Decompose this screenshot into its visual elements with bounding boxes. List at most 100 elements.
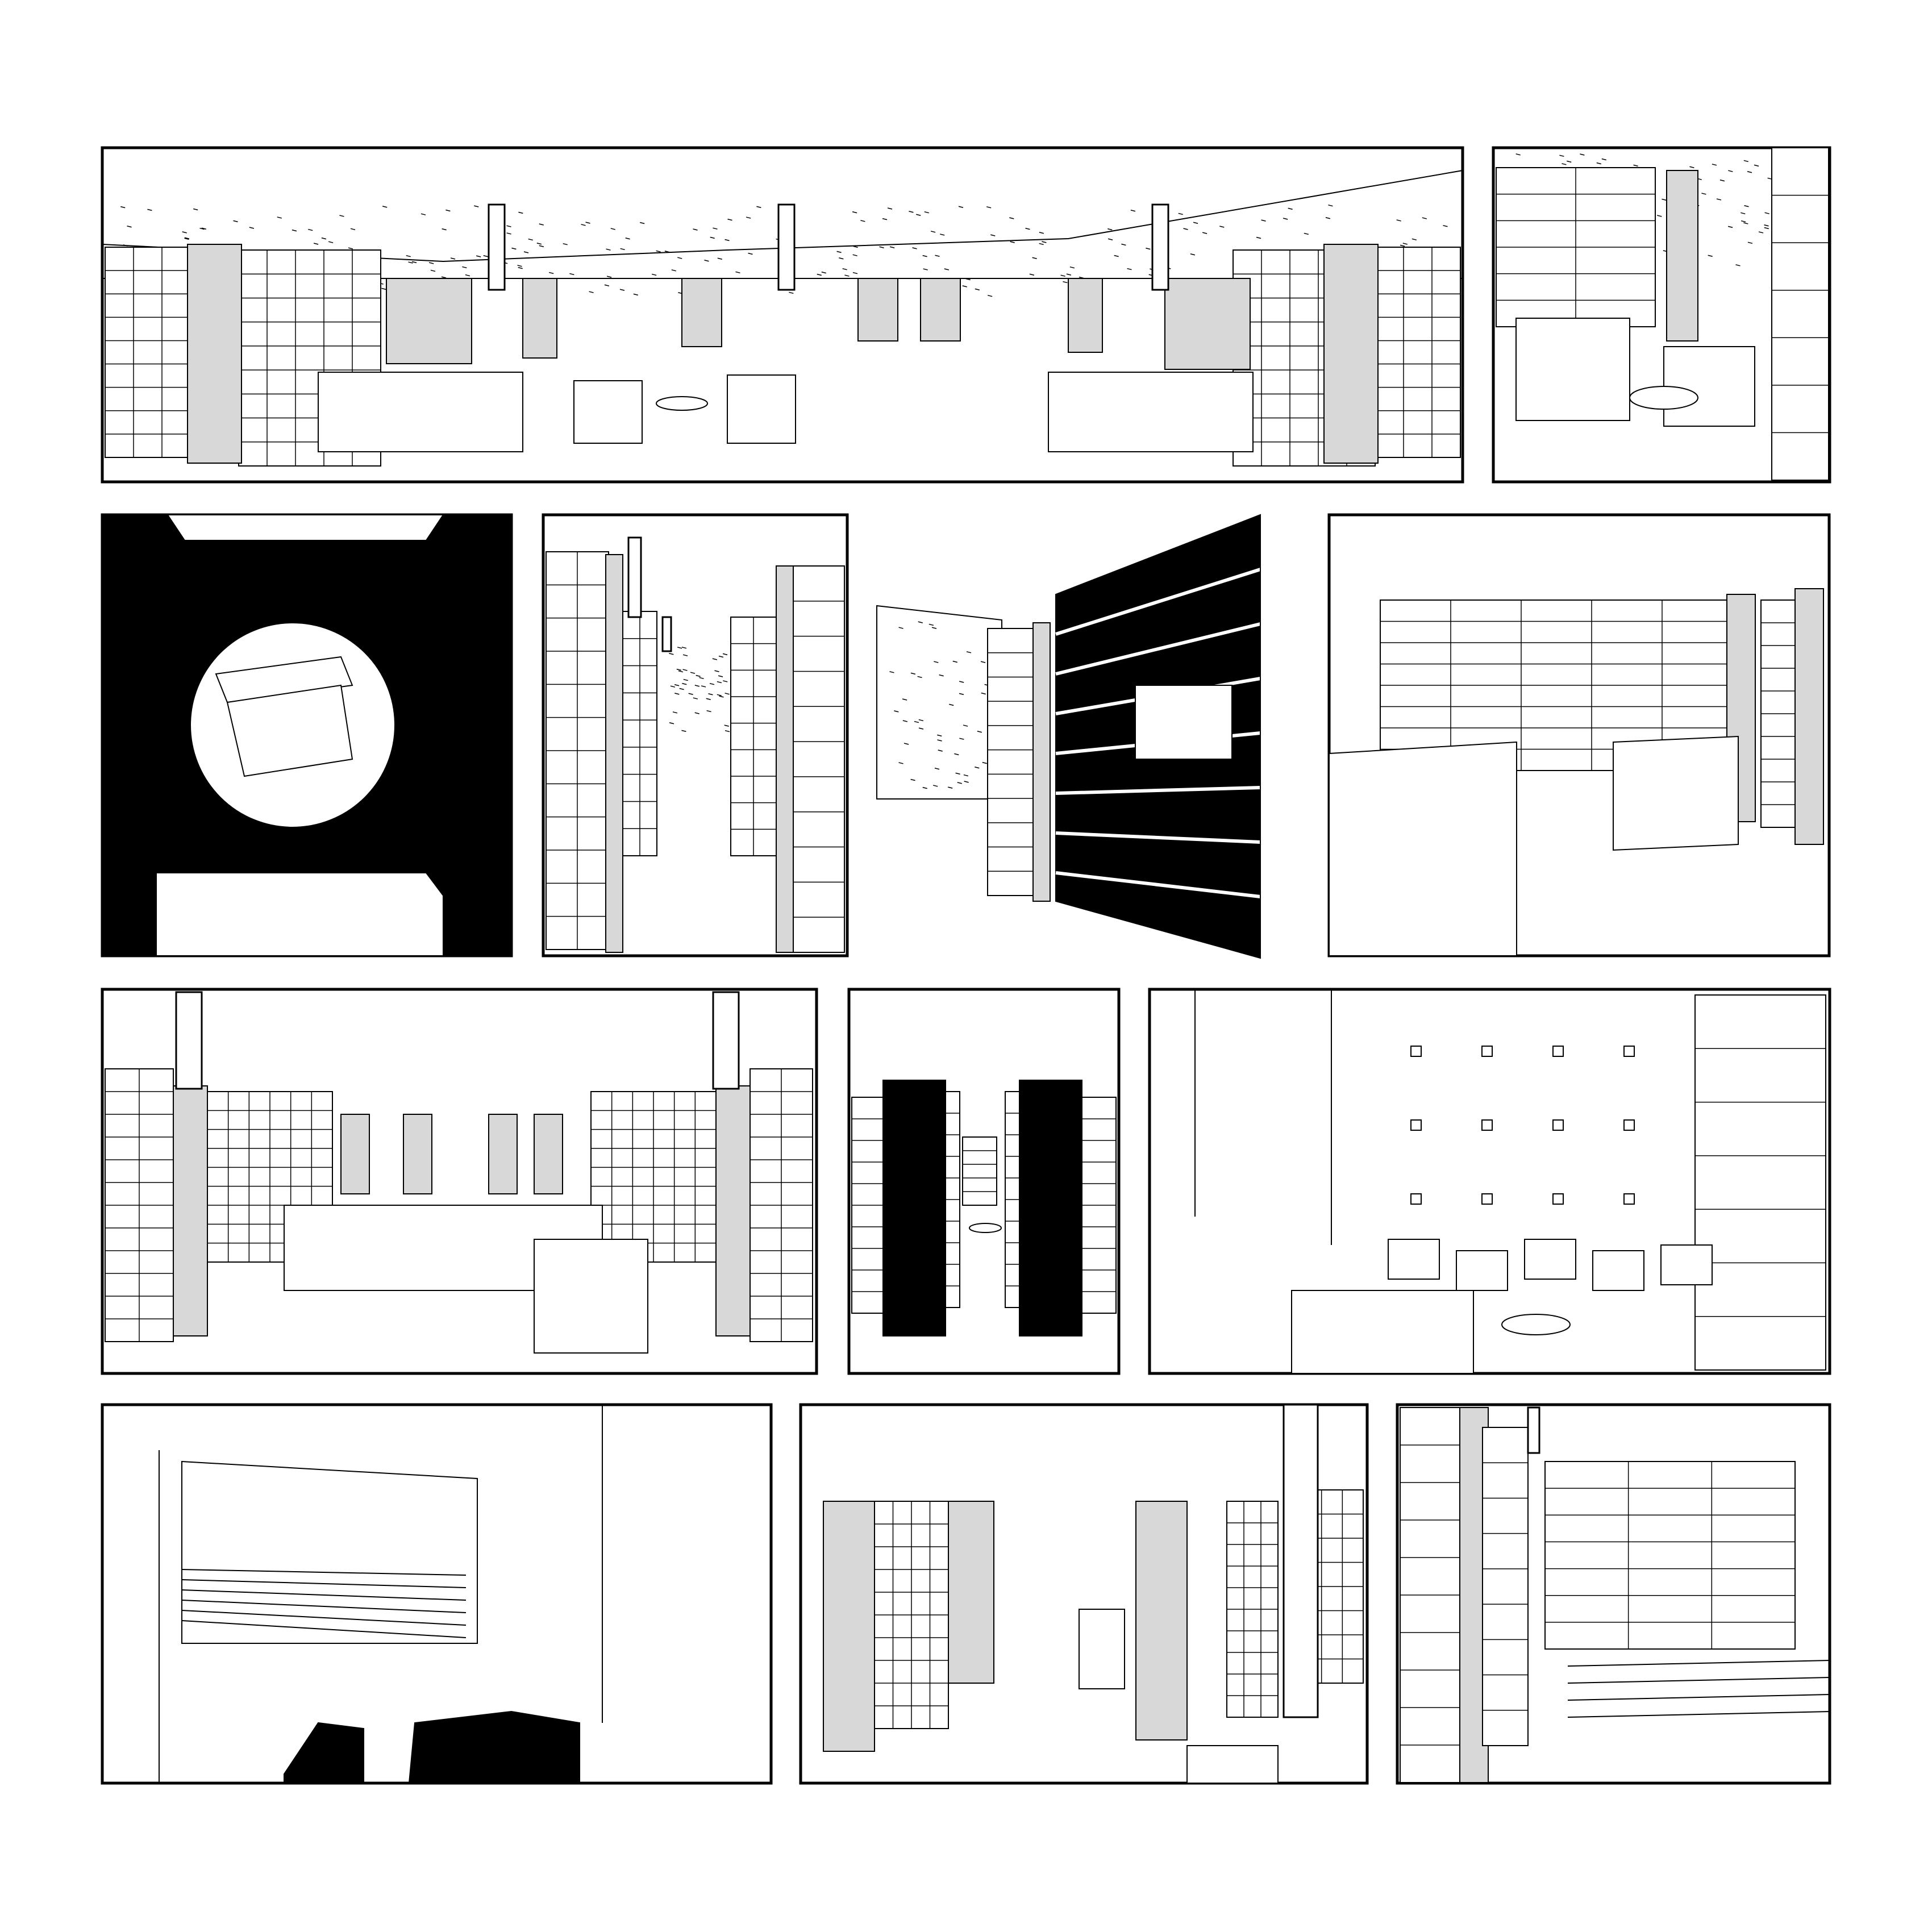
- texture-mark: [930, 231, 936, 233]
- texture-mark: [678, 670, 684, 673]
- texture-mark: [980, 661, 986, 663]
- bookshelf: [1544, 1461, 1796, 1650]
- texture-mark: [694, 712, 699, 714]
- texture-mark: [937, 739, 942, 742]
- texture-mark: [677, 647, 682, 649]
- texture-mark: [201, 227, 206, 230]
- bookshelf: [1400, 1407, 1469, 1783]
- texture-mark: [712, 658, 718, 660]
- texture-mark: [724, 724, 729, 727]
- texture-mark: [1747, 171, 1752, 173]
- texture-mark: [1042, 241, 1047, 243]
- texture-mark: [1743, 222, 1748, 224]
- table-block: [573, 380, 643, 444]
- stair-step: [181, 1620, 467, 1638]
- chimney-column: [661, 616, 672, 652]
- texture-mark: [321, 237, 327, 240]
- window-opening: [1623, 1193, 1635, 1205]
- texture-mark: [430, 269, 436, 272]
- bookshelf: [730, 617, 777, 856]
- paper-sheet: [226, 684, 353, 777]
- texture-mark: [518, 211, 523, 214]
- texture-mark: [977, 730, 982, 733]
- textured-pillar: [1068, 278, 1103, 353]
- window-opening: [1410, 1193, 1422, 1205]
- shelf-case: [105, 247, 191, 458]
- texture-mark: [442, 228, 447, 231]
- texture-mark: [1107, 238, 1113, 240]
- textured-pillar: [522, 278, 557, 359]
- texture-mark: [411, 261, 417, 264]
- texture-mark: [916, 214, 921, 216]
- panel-narrow-aisle: [542, 513, 849, 957]
- texture-mark: [746, 216, 751, 219]
- texture-mark: [852, 211, 857, 214]
- texture-mark: [517, 265, 522, 267]
- texture-mark: [1288, 207, 1293, 210]
- texture-mark: [842, 268, 847, 270]
- shelf-gap: [1055, 871, 1261, 898]
- texture-mark: [669, 722, 674, 724]
- texture-mark: [688, 693, 693, 695]
- textured-pillar: [488, 1114, 518, 1194]
- glass-table: [1291, 1290, 1474, 1374]
- texture-mark: [918, 621, 923, 623]
- texture-mark: [308, 228, 313, 231]
- bookshelf: [1226, 1501, 1279, 1718]
- bookshelf: [590, 1091, 717, 1263]
- texture-mark: [610, 228, 615, 230]
- texture-mark: [184, 238, 189, 240]
- texture-mark: [1747, 242, 1753, 244]
- texture-mark: [962, 285, 967, 288]
- panel-shelf-wall-desks: [1327, 513, 1831, 957]
- texture-mark: [1261, 219, 1266, 222]
- texture-mark: [717, 257, 722, 260]
- texture-mark: [719, 696, 724, 698]
- texture-mark: [277, 216, 282, 219]
- texture-mark: [563, 243, 568, 245]
- texture-mark: [860, 220, 865, 222]
- texture-mark: [476, 255, 481, 257]
- texture-mark: [585, 222, 590, 224]
- stair-step: [181, 1610, 467, 1626]
- texture-mark: [674, 693, 680, 695]
- texture-mark: [957, 782, 962, 784]
- texture-mark: [1743, 160, 1748, 163]
- bookshelf: [546, 551, 609, 950]
- texture-mark: [1754, 164, 1759, 167]
- desk-block: [1613, 735, 1739, 851]
- dark-block: [408, 1710, 580, 1784]
- textured-pillar: [948, 1501, 994, 1684]
- texture-mark: [853, 245, 858, 248]
- texture-mark: [1202, 232, 1208, 234]
- table-block: [1079, 1609, 1125, 1689]
- bookshelf: [851, 1097, 884, 1314]
- texture-mark: [465, 274, 470, 277]
- cube-seat: [1388, 1239, 1440, 1280]
- texture-mark: [249, 227, 255, 229]
- texture-mark: [1716, 198, 1722, 201]
- shelf-case: [962, 1136, 997, 1206]
- window-opening: [1410, 1119, 1422, 1131]
- texture-mark: [233, 220, 238, 223]
- texture-mark: [839, 257, 844, 260]
- texture-mark: [184, 237, 190, 239]
- chimney-column: [1527, 1406, 1540, 1454]
- texture-mark: [420, 213, 426, 215]
- texture-mark: [1039, 243, 1044, 245]
- texture-mark: [938, 750, 943, 752]
- cube-seat: [1592, 1250, 1644, 1291]
- texture-mark: [704, 260, 709, 262]
- desk-block: [1663, 346, 1755, 427]
- textured-pillar: [173, 1085, 208, 1336]
- texture-mark: [604, 284, 610, 287]
- chimney-column: [777, 203, 796, 291]
- textured-pillar: [1032, 622, 1051, 902]
- texture-mark: [676, 668, 681, 671]
- texture-mark: [1744, 205, 1749, 207]
- texture-mark: [1304, 232, 1309, 235]
- texture-mark: [408, 261, 413, 264]
- texture-mark: [539, 223, 544, 226]
- texture-mark: [963, 774, 969, 777]
- textured-pillar: [823, 1501, 875, 1752]
